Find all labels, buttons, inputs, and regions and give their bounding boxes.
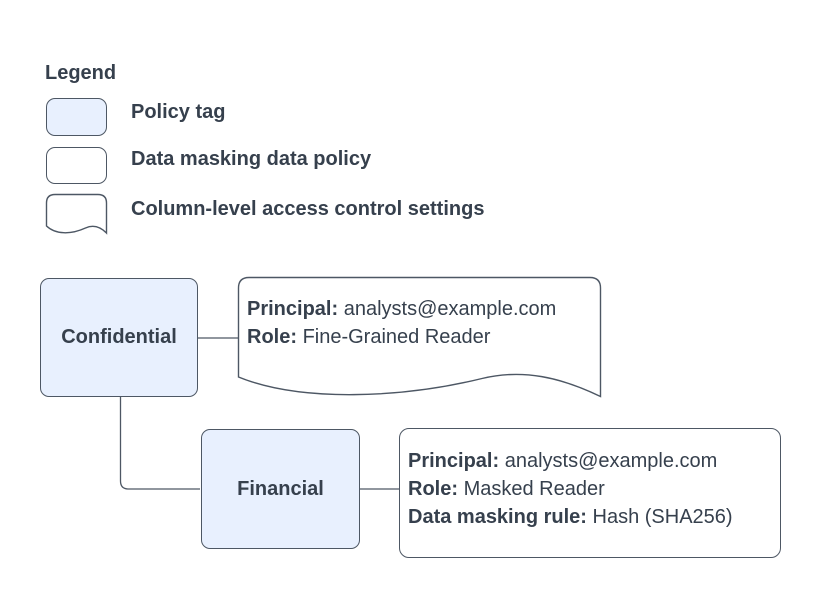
data-masking-policy-text: Principal: analysts@example.com Role: Ma… xyxy=(408,447,733,531)
role-label: Role: xyxy=(247,326,297,348)
role-value: Masked Reader xyxy=(463,478,605,500)
principal-label: Principal: xyxy=(247,298,339,320)
legend-label-policy-tag: Policy tag xyxy=(131,101,226,123)
access-control-role-line: Role: Fine-Grained Reader xyxy=(247,323,556,351)
policy-tag-swatch xyxy=(46,98,107,136)
access-control-principal-line: Principal: analysts@example.com xyxy=(247,295,556,323)
data-masking-policy-box xyxy=(399,428,781,558)
legend-label-data-masking-policy: Data masking data policy xyxy=(131,148,372,170)
data-policy-role-line: Role: Masked Reader xyxy=(408,475,733,503)
access-control-settings-text: Principal: analysts@example.com Role: Fi… xyxy=(247,295,556,351)
principal-label: Principal: xyxy=(408,450,500,472)
masking-rule-value: Hash (SHA256) xyxy=(592,506,733,528)
role-label: Role: xyxy=(408,478,458,500)
policy-tag-financial: Financial xyxy=(201,429,360,549)
column-access-control-swatch-shape xyxy=(45,193,108,235)
masking-rule-label: Data masking rule: xyxy=(408,506,587,528)
data-masking-policy-swatch xyxy=(46,147,107,184)
data-policy-principal-line: Principal: analysts@example.com xyxy=(408,447,733,475)
data-policy-rule-line: Data masking rule: Hash (SHA256) xyxy=(408,503,733,531)
connector-confidential-to-financial xyxy=(119,397,200,490)
principal-value: analysts@example.com xyxy=(343,298,557,320)
role-value: Fine-Grained Reader xyxy=(302,326,491,348)
legend-title: Legend xyxy=(45,62,117,84)
policy-tag-confidential: Confidential xyxy=(40,278,198,397)
legend-label-column-access-control: Column-level access control settings xyxy=(131,198,485,220)
principal-value: analysts@example.com xyxy=(504,450,718,472)
